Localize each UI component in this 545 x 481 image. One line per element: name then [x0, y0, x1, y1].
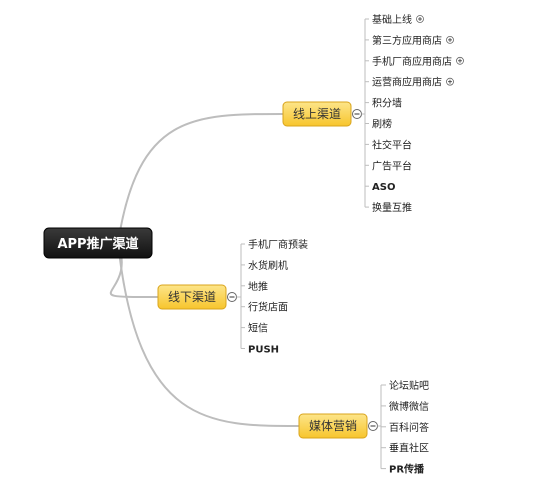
leaf-node[interactable]: PR传播: [389, 463, 425, 476]
leaf-node[interactable]: 运营商应用商店: [372, 76, 442, 89]
root-node[interactable]: [43, 227, 153, 259]
leaf-node[interactable]: 行货店面: [248, 301, 288, 314]
leaf-node[interactable]: 积分墙: [372, 97, 402, 110]
leaf-node[interactable]: 水货刷机: [248, 259, 288, 272]
root-label: APP推广渠道: [57, 236, 138, 252]
leaf-node[interactable]: 微博微信: [389, 400, 429, 413]
leaf-node[interactable]: ASO: [372, 182, 395, 193]
leaf-node[interactable]: 换量互推: [372, 201, 412, 214]
branch-label-1: 线上渠道: [293, 107, 341, 121]
connector-root-to-branch-1: [117, 113, 284, 244]
leaf-node[interactable]: 论坛贴吧: [389, 379, 429, 392]
branch-node-1[interactable]: [282, 101, 352, 127]
leaf-node[interactable]: 地推: [248, 280, 268, 293]
leaf-node[interactable]: 第三方应用商店: [372, 34, 442, 47]
branch-node-3[interactable]: [298, 413, 368, 439]
connector-root-to-branch-3: [117, 242, 300, 427]
connector-root-to-branch-2: [109, 242, 159, 298]
branch-label-2: 线下渠道: [168, 290, 216, 304]
leaf-node[interactable]: 百科问答: [389, 421, 429, 434]
leaf-node[interactable]: 社交平台: [372, 138, 412, 151]
leaf-node[interactable]: 手机厂商应用商店: [372, 55, 452, 68]
leaf-node[interactable]: 基础上线: [372, 13, 412, 26]
leaf-node[interactable]: 手机厂商预装: [248, 238, 308, 251]
leaf-node[interactable]: 垂直社区: [389, 442, 429, 455]
branch-node-2[interactable]: [157, 284, 227, 310]
leaf-node[interactable]: 广告平台: [372, 159, 412, 172]
branch-label-3: 媒体营销: [309, 419, 357, 433]
leaf-node[interactable]: 刷榜: [372, 118, 392, 131]
leaf-node[interactable]: 短信: [248, 322, 268, 335]
leaf-node[interactable]: PUSH: [248, 345, 279, 356]
